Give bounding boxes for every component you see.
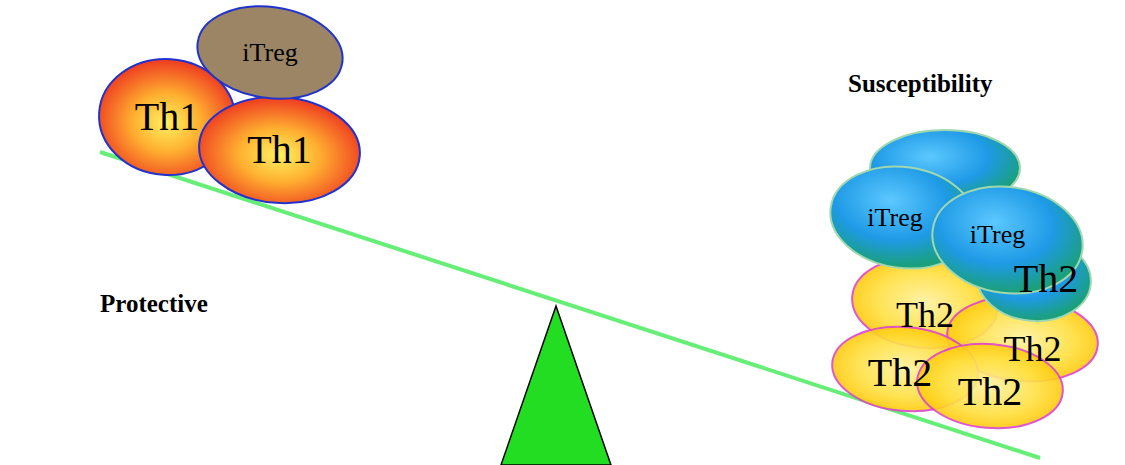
cell-label: Th1: [247, 130, 311, 170]
fulcrum-triangle: [501, 306, 611, 465]
th1-cell: Th1: [197, 95, 362, 205]
cell-label: iTreg: [242, 40, 297, 66]
cell-label: Th2: [1004, 331, 1062, 367]
cell-ellipse: [191, 0, 348, 108]
outcome-label: Protective: [100, 290, 208, 318]
cell-ellipse: [914, 338, 1067, 434]
itreg-cell: iTreg: [195, 5, 345, 100]
outcome-label: Susceptibility: [848, 70, 992, 98]
cell-label: Th2: [1014, 259, 1078, 299]
cell-label: iTreg: [867, 205, 922, 231]
cell-label: Th2: [896, 297, 954, 333]
cell-label: Th2: [868, 353, 932, 393]
cell-label: iTreg: [970, 222, 1025, 248]
cell-label: Th2: [958, 372, 1022, 412]
cell-ellipse: [195, 92, 363, 209]
cell-label: Th1: [135, 97, 199, 137]
cell-ellipse: [925, 177, 1089, 303]
